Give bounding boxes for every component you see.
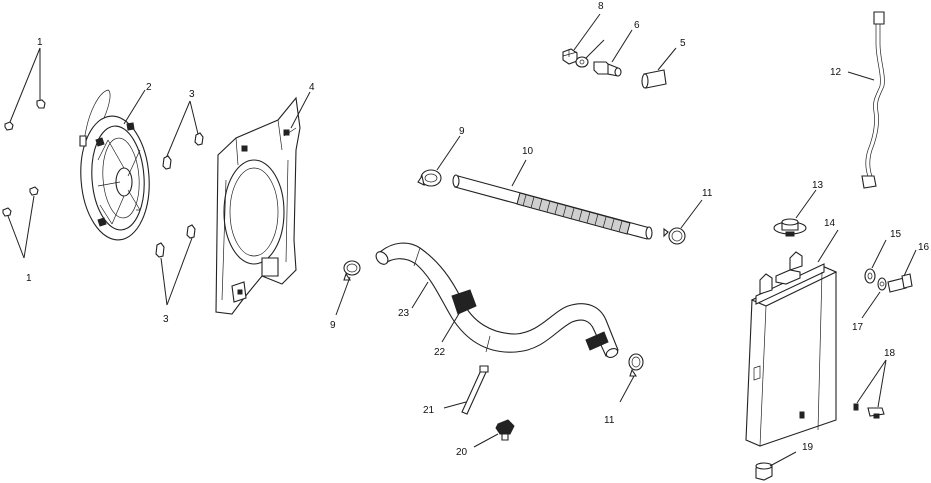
callout-23-leader [411,281,429,309]
callout-10-leader [511,159,527,187]
callout-14: 14 [824,218,836,229]
callout-1-leaders [7,47,41,259]
part-2-fan-assembly [79,89,150,241]
callout-3-top: 3 [189,89,195,100]
part-1-clips [2,99,46,217]
callout-11-upper-leader [680,199,703,229]
part-23-lower-hose [375,242,619,358]
callout-23: 23 [398,308,410,319]
callout-22-leader [441,311,461,343]
callout-19: 19 [802,442,814,453]
callout-13: 13 [812,180,824,191]
callout-6-washer-leader [585,39,605,59]
part-11-hose-clamp-lower [628,353,644,377]
part-16-bolt [887,273,913,293]
callout-11-upper: 11 [702,188,713,199]
part-11-hose-clamp-upper [663,227,686,245]
callout-1-top: 1 [37,37,43,48]
callout-2-leader [123,89,146,125]
callout-20-leader [473,433,499,448]
callout-3-leaders [160,100,199,306]
callout-12-leader [847,71,875,81]
part-15-washer [864,268,876,284]
part-6-sensor [593,61,622,77]
part-4-fan-shroud [215,96,301,315]
callout-6: 6 [634,20,640,31]
part-20-screw [495,419,515,441]
part-9-hose-clamp-upper [417,169,442,187]
callout-9-lower: 9 [330,320,336,331]
callout-15-leader [871,239,887,269]
callout-6-leader [611,29,633,63]
callout-18: 18 [884,348,896,359]
callout-21-leader [443,401,467,409]
callout-17-leader [861,291,881,319]
callout-10: 10 [522,146,534,157]
callout-8: 8 [598,1,604,12]
callout-3-bottom: 3 [163,314,169,325]
callout-22: 22 [434,347,446,358]
part-8-nut [562,48,589,68]
callout-9-upper: 9 [459,126,465,137]
callout-11-lower: 11 [604,415,615,426]
callout-4: 4 [309,82,315,93]
part-14-radiator [745,251,838,447]
callout-8-leader [573,13,601,51]
part-3-clips [155,132,204,258]
callout-9-upper-leader [436,135,461,171]
callout-5: 5 [680,38,686,49]
callout-18-leaders [856,359,887,408]
part-12-wire-harness [861,11,885,189]
part-21-cable-tie [461,365,489,415]
callout-12: 12 [830,67,842,78]
callout-17: 17 [852,322,864,333]
part-22-hose-sleeve [451,289,609,351]
callout-21: 21 [423,405,435,416]
part-19-drain-plug [755,462,773,481]
callout-20: 20 [456,447,468,458]
callout-16-leader [903,249,917,277]
callout-19-leader [769,451,797,467]
callout-5-leader [657,47,677,71]
part-18-fittings [853,403,885,419]
part-10-upper-tube [452,174,653,240]
callout-9-lower-leader [335,276,351,316]
part-17-washer [877,277,887,291]
part-9-hose-clamp-lower [343,260,361,281]
part-5-spacer [641,69,667,89]
callout-11-lower-leader [619,375,635,403]
callout-1-bottom: 1 [26,273,32,284]
part-13-radiator-cap [773,218,807,237]
callout-16: 16 [918,242,930,253]
callout-15: 15 [890,229,902,240]
callout-4-leader [290,91,311,129]
callout-13-leader [795,189,817,219]
callout-14-leader [817,229,839,263]
callout-2: 2 [146,82,152,93]
